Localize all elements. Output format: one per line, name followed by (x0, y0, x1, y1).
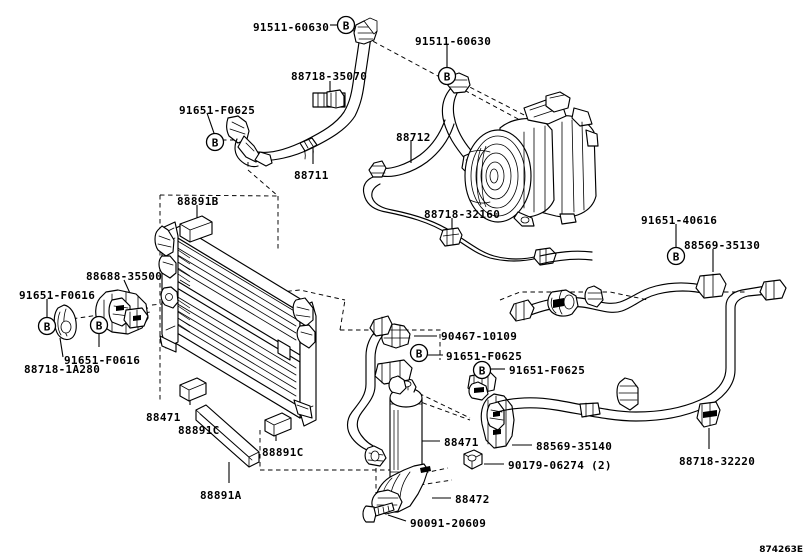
part-label-91651-F0616-upper: 91651-F0616 (19, 289, 96, 302)
bracket-88569-35140 (480, 393, 515, 449)
part-label-88718-35070: 88718-35070 (291, 70, 368, 83)
bolt-90091-20609 (362, 502, 395, 523)
clip-88718-1A280 (53, 304, 77, 341)
pipe-to-compressor-right (539, 250, 593, 265)
part-label-88471-left: 88471 (146, 411, 181, 424)
insulator-88891C-lower (264, 412, 292, 437)
diagram-id-code: 874263E (759, 545, 803, 555)
part-label-88891B: 88891B (177, 195, 219, 208)
insulator-88891C-upper (179, 377, 207, 402)
clamp-91651-F0625-mid (374, 359, 413, 395)
part-label-88711: 88711 (294, 169, 329, 182)
seal-strip-88891A (195, 404, 260, 468)
part-label-91651-F0625-upper-left: 91651-F0625 (179, 104, 256, 117)
part-label-88718-32160: 88718-32160 (424, 208, 501, 221)
liquid-tube-left (346, 315, 393, 467)
bracket-88688-35500 (95, 289, 149, 335)
part-label-91651-F0616-lower: 91651-F0616 (64, 354, 141, 367)
condenser-core (154, 221, 317, 427)
leader-lines (46, 24, 714, 522)
part-label-88688-35500: 88688-35500 (86, 270, 163, 283)
part-label-88891C-upper: 88891C (178, 424, 220, 437)
part-label-90467-10109: 90467-10109 (441, 330, 518, 343)
part-label-88712: 88712 (396, 131, 431, 144)
part-label-88472: 88472 (455, 493, 490, 506)
part-label-88471-drier: 88471 (444, 436, 479, 449)
part-label-90179-06274: 90179-06274 (2) (508, 459, 612, 472)
nut-90179-06274 (463, 449, 483, 470)
part-label-91511-60630-right: 91511-60630 (415, 35, 492, 48)
part-label-88718-1A280: 88718-1A280 (24, 363, 101, 376)
part-label-88891C-lower: 88891C (262, 446, 304, 459)
part-label-91651-F0625-mid: 91651-F0625 (446, 350, 523, 363)
compressor-assembly (464, 91, 599, 227)
part-label-91511-60630-left: 91511-60630 (253, 21, 330, 34)
insulator-88891B (179, 215, 213, 243)
part-label-91651-F0625-right: 91651-F0625 (509, 364, 586, 377)
liquid-tube-right (496, 279, 787, 428)
discharge-hose-88711 (226, 17, 378, 168)
part-label-88718-32220: 88718-32220 (679, 455, 756, 468)
part-label-88569-35140: 88569-35140 (536, 440, 613, 453)
part-label-88569-35130: 88569-35130 (684, 239, 761, 252)
liquid-tube-upper-right (509, 273, 727, 322)
part-label-90091-20609: 90091-20609 (410, 517, 487, 530)
part-label-88891A: 88891A (200, 489, 242, 502)
part-label-91651-40616: 91651-40616 (641, 214, 718, 227)
